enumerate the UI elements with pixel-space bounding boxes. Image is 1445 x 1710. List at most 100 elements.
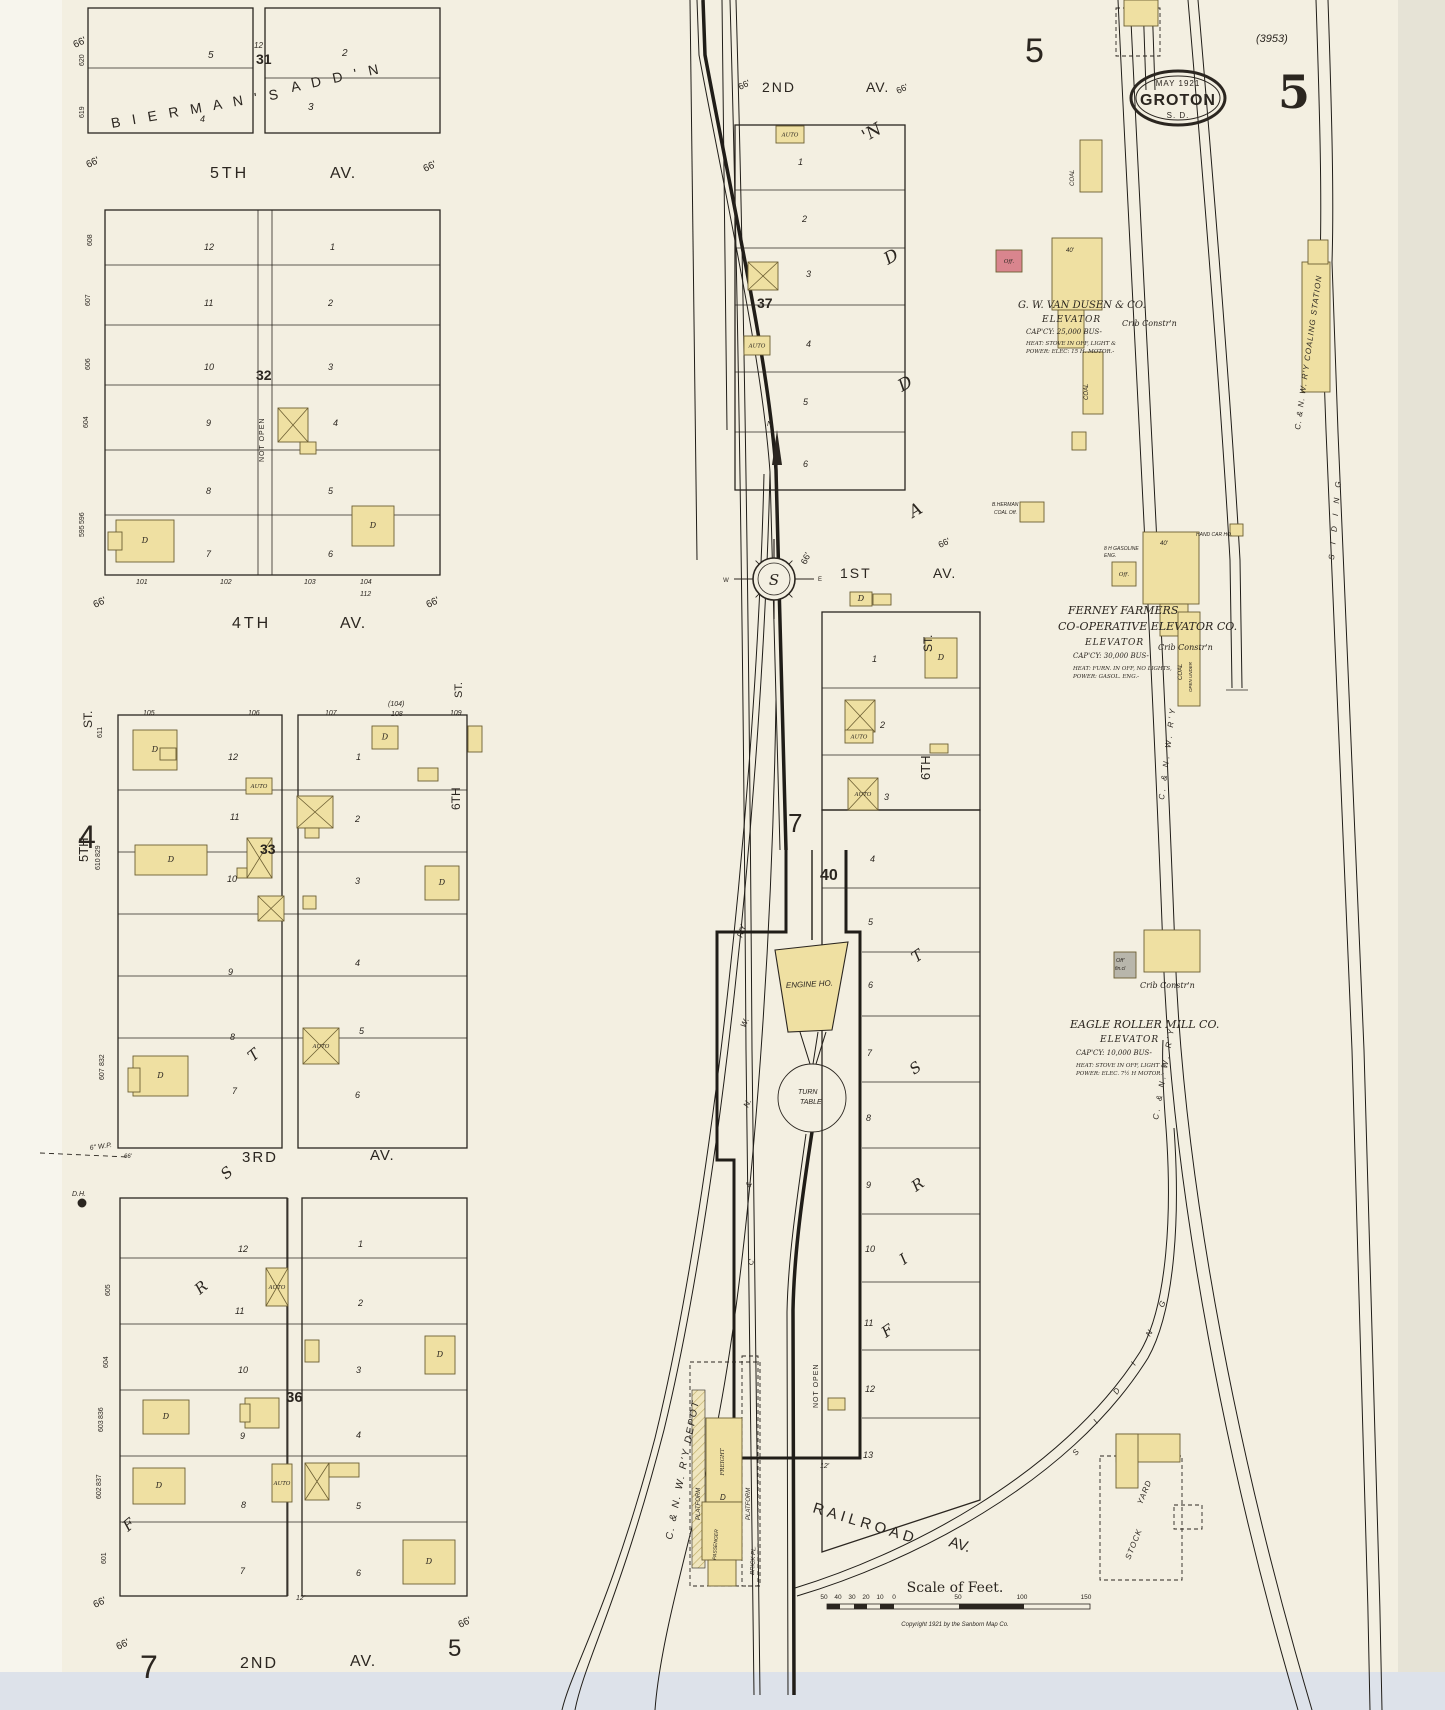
- map-label: AV.: [933, 565, 956, 581]
- scale-bar-segment: [854, 1604, 867, 1609]
- map-label: 837: [96, 1474, 103, 1486]
- map-label: 11: [230, 812, 239, 822]
- map-label: 33: [260, 841, 276, 857]
- railroad-track: [786, 1133, 807, 1696]
- map-label: 10: [238, 1365, 248, 1375]
- map-label: ELEVATOR: [1041, 315, 1101, 325]
- map-label: 4: [356, 1430, 361, 1440]
- compass-outer-ring: [752, 557, 796, 601]
- x-mark: [844, 699, 876, 733]
- north-arrow: [772, 430, 782, 465]
- map-label: 101: [136, 579, 148, 586]
- scale-tick-label: 10: [876, 1594, 884, 1601]
- map-label: PLATFORM: [696, 1488, 702, 1520]
- map-label: HEAT: STOVE IN OFF, LIGHT &: [1025, 341, 1116, 347]
- building: [1143, 929, 1201, 973]
- building: AUTO: [844, 729, 874, 744]
- map-label: 6: [868, 980, 873, 990]
- building: [1019, 501, 1045, 523]
- map-label: POWER: ELEC: 15 H. MOTOR.-: [1025, 349, 1114, 355]
- map-label: F: [118, 1514, 139, 1536]
- map-label: 9: [228, 967, 233, 977]
- building: [1307, 239, 1329, 265]
- map-label: 604: [83, 416, 90, 428]
- map-label: Crib Constr'n: [1140, 981, 1195, 990]
- map-label: D: [1111, 1386, 1122, 1396]
- map-label: &: [744, 1180, 754, 1189]
- building: [929, 743, 949, 754]
- map-label: 8: [230, 1032, 235, 1042]
- plate-ref: (3953): [1256, 33, 1288, 45]
- adjacent-sheet-7: 7: [140, 1649, 158, 1685]
- building: [302, 895, 317, 910]
- map-label: AV.: [330, 165, 356, 182]
- railroad-track: [1197, 0, 1243, 689]
- page-number-light: 5: [1025, 32, 1044, 70]
- map-label: 603: [98, 1420, 105, 1432]
- x-mark: [277, 407, 309, 443]
- map-label: F: [877, 1320, 897, 1342]
- map-label: 6" W.P.: [89, 1142, 112, 1152]
- building: D: [115, 519, 175, 563]
- building: [107, 531, 123, 551]
- map-label: 5: [328, 486, 334, 496]
- map-label: 7: [240, 1566, 246, 1576]
- water-pipe-line: [39, 1152, 129, 1158]
- building: [1229, 523, 1244, 537]
- map-label: 620: [79, 54, 86, 66]
- map-label: C. & N. W. R'Y: [1157, 706, 1177, 801]
- map-label: POWER: GASOL. ENG.-: [1072, 674, 1139, 680]
- building: [299, 441, 317, 455]
- x-mark: [747, 261, 779, 291]
- engine-house-building: [774, 941, 849, 1033]
- map-label: 11: [204, 298, 213, 308]
- map-label: 5TH: [210, 165, 249, 182]
- map-label: 3: [356, 1365, 361, 1375]
- map-label: NOT OPEN: [813, 1364, 820, 1408]
- railroad-track: [796, 1127, 1177, 1597]
- map-label: D: [720, 1493, 726, 1502]
- map-label: 12: [238, 1244, 248, 1254]
- railroad-track: [729, 0, 755, 1696]
- building: D: [142, 1399, 190, 1435]
- engine-house-layer: [77, 941, 849, 1208]
- building: D: [132, 1055, 189, 1097]
- building-label: D: [425, 1557, 433, 1566]
- scale-tick-label: 20: [862, 1594, 870, 1601]
- map-label: 109: [450, 710, 462, 717]
- map-label: TURN: [798, 1089, 818, 1096]
- map-label: CAP'CY: 30,000 BUS-: [1073, 652, 1150, 660]
- map-label: 66': [85, 155, 102, 171]
- map-label: 66': [737, 78, 752, 92]
- building: [1057, 309, 1085, 349]
- building: [417, 767, 439, 782]
- map-label: 8: [866, 1113, 871, 1123]
- building-label: AUTO: [850, 735, 868, 741]
- map-label: COAL: [1084, 384, 1090, 400]
- building: [304, 827, 320, 839]
- map-label: I: [1091, 1417, 1100, 1425]
- building-label: D: [937, 653, 945, 662]
- map-label: 11: [235, 1306, 244, 1316]
- map-label: EAGLE ROLLER MILL CO.: [1069, 1018, 1219, 1031]
- map-label: HEAT: FURN. IN OFF, NO LIGHTS,: [1072, 666, 1172, 672]
- scale-tick-label: 50: [820, 1594, 828, 1601]
- map-label: PLATFORM: [746, 1488, 752, 1520]
- map-label: 112: [360, 591, 371, 598]
- building-label: AUTO: [312, 1044, 330, 1050]
- building: [701, 1501, 743, 1561]
- map-label: I: [1129, 1360, 1138, 1367]
- map-label: S: [217, 1163, 236, 1183]
- building-label: FREIGHT: [720, 1448, 726, 1476]
- building: D: [924, 637, 958, 679]
- map-label: 610: [95, 858, 102, 870]
- map-label: 7: [788, 808, 802, 838]
- map-label: R: [907, 1174, 927, 1196]
- building-label: D: [141, 536, 149, 545]
- map-label: 5: [868, 917, 874, 927]
- scale-bar-segment: [959, 1604, 1024, 1609]
- map-label: AV.: [340, 615, 366, 632]
- map-label: 66': [895, 82, 910, 96]
- railroad-track: [794, 1039, 1169, 1589]
